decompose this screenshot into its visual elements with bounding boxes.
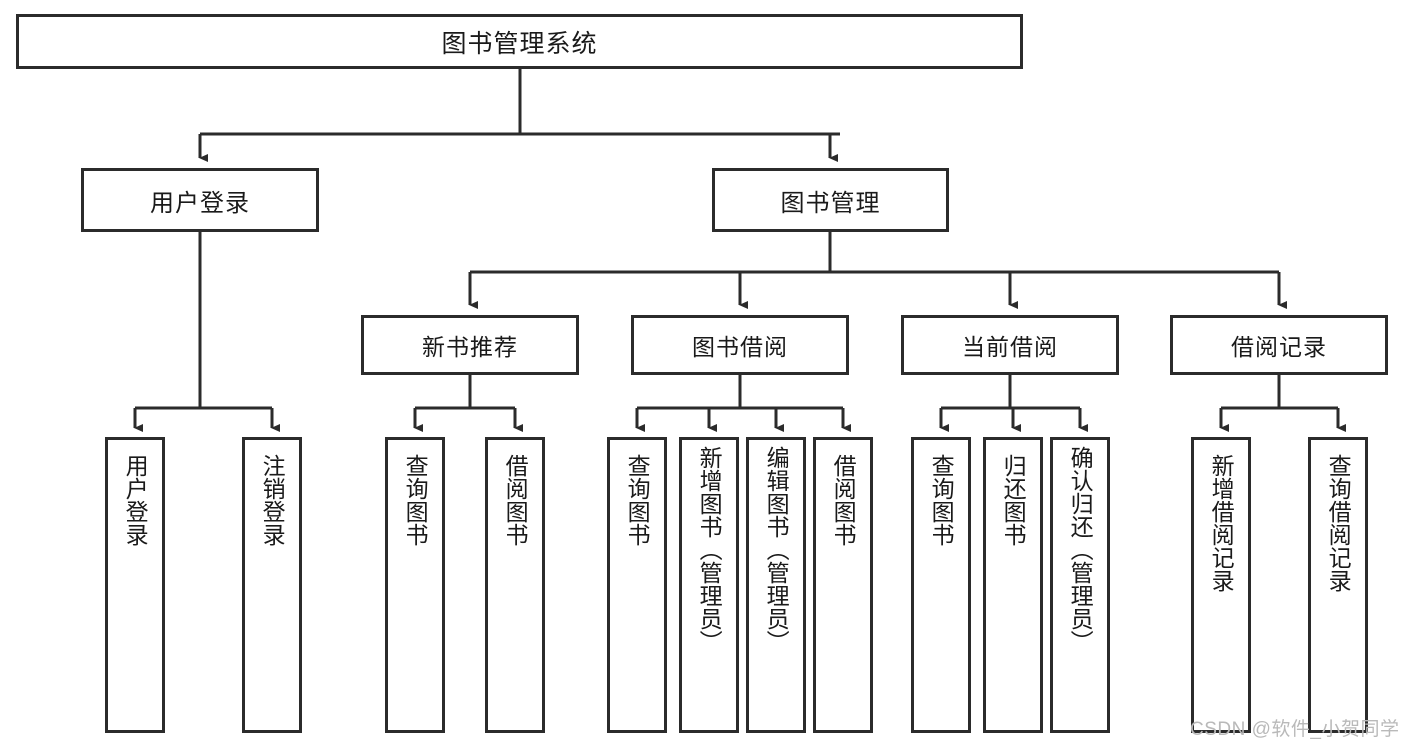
node-user-login[interactable]: 用户登录: [81, 168, 319, 232]
leaf-query-book-bb[interactable]: 查询图书: [607, 437, 667, 733]
node-book-borrow-label: 图书借阅: [692, 334, 788, 360]
leaf-query-book-nbr[interactable]: 查询图书: [385, 437, 445, 733]
leaf-borrow-book-bb[interactable]: 借阅图书: [813, 437, 873, 733]
node-new-book-recommend[interactable]: 新书推荐: [361, 315, 579, 375]
node-book-borrow[interactable]: 图书借阅: [631, 315, 849, 375]
leaf-add-book-admin-label: 新增图书（管理员）: [696, 446, 723, 653]
node-user-login-label: 用户登录: [150, 189, 250, 217]
leaf-return-book-label: 归还图书: [1000, 454, 1027, 546]
leaf-query-borrow-record[interactable]: 查询借阅记录: [1308, 437, 1368, 733]
leaf-return-book[interactable]: 归还图书: [983, 437, 1043, 733]
node-borrow-record-label: 借阅记录: [1231, 334, 1327, 360]
leaf-logout-label: 注销登录: [259, 454, 286, 546]
leaf-query-book-cb[interactable]: 查询图书: [911, 437, 971, 733]
leaf-user-login-label: 用户登录: [122, 454, 149, 546]
leaf-confirm-return-admin-label: 确认归还（管理员）: [1067, 446, 1094, 653]
leaf-add-borrow-record-label: 新增借阅记录: [1208, 454, 1235, 592]
node-borrow-record[interactable]: 借阅记录: [1170, 315, 1388, 375]
leaf-confirm-return-admin[interactable]: 确认归还（管理员）: [1050, 437, 1110, 733]
node-root-label: 图书管理系统: [441, 29, 598, 58]
leaf-user-login[interactable]: 用户登录: [105, 437, 165, 733]
node-root-system[interactable]: 图书管理系统: [16, 14, 1023, 69]
leaf-add-book-admin[interactable]: 新增图书（管理员）: [679, 437, 739, 733]
node-new-book-recommend-label: 新书推荐: [422, 334, 518, 360]
leaf-borrow-book-bb-label: 借阅图书: [830, 454, 857, 546]
csdn-watermark: CSDN @软件_小贺同学: [1190, 719, 1400, 740]
leaf-query-book-nbr-label: 查询图书: [402, 454, 429, 546]
leaf-edit-book-admin[interactable]: 编辑图书（管理员）: [746, 437, 806, 733]
leaf-borrow-book-nbr-label: 借阅图书: [502, 454, 529, 546]
leaf-query-book-cb-label: 查询图书: [928, 454, 955, 546]
leaf-borrow-book-nbr[interactable]: 借阅图书: [485, 437, 545, 733]
node-current-borrow-label: 当前借阅: [962, 334, 1058, 360]
node-book-management-label: 图书管理: [780, 189, 881, 217]
leaf-add-borrow-record[interactable]: 新增借阅记录: [1191, 437, 1251, 733]
leaf-query-borrow-record-label: 查询借阅记录: [1325, 454, 1352, 592]
node-current-borrow[interactable]: 当前借阅: [901, 315, 1119, 375]
leaf-edit-book-admin-label: 编辑图书（管理员）: [763, 446, 790, 653]
leaf-query-book-bb-label: 查询图书: [624, 454, 651, 546]
node-book-management[interactable]: 图书管理: [712, 168, 949, 232]
leaf-logout[interactable]: 注销登录: [242, 437, 302, 733]
